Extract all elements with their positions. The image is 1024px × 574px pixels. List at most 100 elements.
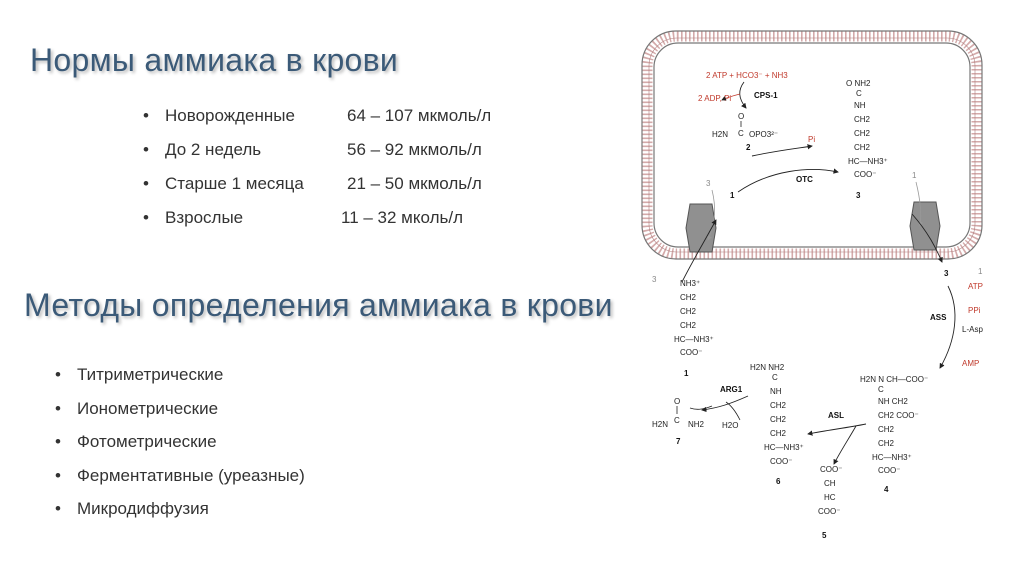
svg-text:COO⁻: COO⁻ bbox=[820, 465, 842, 474]
argininosuccinate: H2N N CH—COO⁻ C NH CH2 CH2 COO⁻ CH2 CH2 … bbox=[860, 375, 928, 494]
svg-text:H2N NH2: H2N NH2 bbox=[750, 363, 785, 372]
svg-text:NH2: NH2 bbox=[688, 420, 705, 429]
age-group: Старше 1 месяца bbox=[165, 174, 304, 193]
citrulline-export-arrow bbox=[911, 213, 943, 263]
svg-text:CH2: CH2 bbox=[680, 293, 697, 302]
h2o-arrow bbox=[725, 401, 741, 421]
svg-text:O NH2: O NH2 bbox=[846, 79, 871, 88]
ass-arrow bbox=[939, 285, 956, 369]
enzyme-cps1: CPS-1 bbox=[754, 91, 778, 100]
ghost-arrow bbox=[707, 189, 716, 241]
list-item: Старше 1 месяца 21 – 50 мкмоль/л bbox=[143, 174, 491, 208]
methods-list: Титриметрические Ионометрические Фотомет… bbox=[55, 365, 305, 533]
methods-title: Методы определения аммиака в крови bbox=[24, 287, 613, 323]
atp-label: ATP bbox=[968, 282, 983, 291]
svg-text:H2N: H2N bbox=[652, 420, 668, 429]
svg-text:CH2: CH2 bbox=[854, 129, 871, 138]
svg-text:CH2: CH2 bbox=[878, 425, 895, 434]
norms-title: Нормы аммиака в крови bbox=[30, 42, 399, 78]
svg-text:O: O bbox=[738, 112, 744, 121]
arginine: H2N NH2 C NH CH2 CH2 CH2 HC—NH3⁺ COO⁻ 6 bbox=[750, 363, 804, 486]
svg-text:HC—NH3⁺: HC—NH3⁺ bbox=[848, 157, 888, 166]
ghost-label-1-out: 1 bbox=[978, 267, 983, 276]
h2o-label: H2O bbox=[722, 421, 738, 430]
list-item: Взрослые 11 – 32 мколь/л bbox=[143, 208, 491, 242]
reaction-substrates: 2 ATP + HCO3⁻ + NH3 bbox=[706, 71, 788, 80]
svg-text:6: 6 bbox=[776, 477, 781, 486]
reaction-products: 2 ADP, Pi bbox=[698, 94, 731, 103]
svg-text:CH2: CH2 bbox=[770, 429, 787, 438]
age-group: До 2 недель bbox=[165, 140, 262, 159]
list-item: До 2 недель 56 – 92 мкмоль/л bbox=[143, 140, 491, 174]
fumarate: COO⁻ CH HC COO⁻ 5 bbox=[818, 465, 842, 540]
svg-text:COO⁻: COO⁻ bbox=[680, 348, 702, 357]
norm-value: 11 – 32 мколь/л bbox=[341, 208, 463, 227]
svg-text:HC: HC bbox=[824, 493, 836, 502]
svg-text:CH2 COO⁻: CH2 COO⁻ bbox=[878, 411, 919, 420]
norm-value: 64 – 107 мкмоль/л bbox=[347, 106, 492, 125]
svg-text:CH2: CH2 bbox=[680, 321, 697, 330]
ppi-label: PPi bbox=[968, 306, 981, 315]
list-item: Ферментативные (уреазные) bbox=[55, 466, 305, 500]
svg-text:NH3⁺: NH3⁺ bbox=[680, 279, 700, 288]
svg-text:CH2: CH2 bbox=[878, 439, 895, 448]
fumarate-arrow bbox=[833, 425, 857, 465]
list-item: Микродиффузия bbox=[55, 499, 305, 533]
svg-text:4: 4 bbox=[884, 485, 889, 494]
otc-arrow bbox=[737, 168, 839, 193]
norm-value: 56 – 92 мкмоль/л bbox=[347, 140, 482, 159]
svg-text:7: 7 bbox=[676, 437, 681, 446]
amp-label: AMP bbox=[962, 359, 979, 368]
asl-arrow bbox=[807, 423, 867, 436]
svg-text:C: C bbox=[674, 416, 680, 425]
asp-label: L-Asp bbox=[962, 325, 983, 334]
pi-label: Pi bbox=[808, 135, 815, 144]
svg-text:C: C bbox=[878, 385, 884, 394]
svg-text:CH2: CH2 bbox=[680, 307, 697, 316]
ghost-label-3-out: 3 bbox=[652, 275, 657, 284]
label-3-outside: 3 bbox=[944, 269, 949, 278]
age-group: Новорожденные bbox=[165, 106, 295, 125]
svg-text:HC—NH3⁺: HC—NH3⁺ bbox=[872, 453, 912, 462]
svg-text:NH CH2: NH CH2 bbox=[878, 397, 908, 406]
svg-text:COO⁻: COO⁻ bbox=[818, 507, 840, 516]
svg-text:COO⁻: COO⁻ bbox=[878, 466, 900, 475]
cps1-arrow bbox=[739, 81, 747, 109]
norms-list: Новорожденные 64 – 107 мкмоль/л До 2 неде… bbox=[143, 106, 491, 242]
ornithine-import-arrow bbox=[681, 219, 717, 283]
list-item: Титриметрические bbox=[55, 365, 305, 399]
svg-text:C: C bbox=[738, 129, 744, 138]
enzyme-asl: ASL bbox=[828, 411, 844, 420]
svg-text:CH2: CH2 bbox=[770, 415, 787, 424]
svg-text:NH: NH bbox=[770, 387, 782, 396]
enzyme-ass: ASS bbox=[930, 313, 947, 322]
age-group: Взрослые bbox=[165, 208, 244, 227]
ghost-label-3: 3 bbox=[706, 179, 711, 188]
svg-text:NH: NH bbox=[854, 101, 866, 110]
svg-text:HC—NH3⁺: HC—NH3⁺ bbox=[674, 335, 714, 344]
label-1-inside: 1 bbox=[730, 191, 735, 200]
pi-arrow bbox=[751, 144, 813, 157]
svg-text:O: O bbox=[674, 397, 680, 406]
svg-text:C: C bbox=[856, 89, 862, 98]
list-item: Фотометрические bbox=[55, 432, 305, 466]
svg-text:H2N: H2N bbox=[712, 130, 728, 139]
list-item: Ионометрические bbox=[55, 399, 305, 433]
norm-value: 21 – 50 мкмоль/л bbox=[347, 174, 482, 193]
citrulline: O NH2 C NH CH2 CH2 CH2 HC—NH3⁺ COO⁻ 3 bbox=[846, 79, 888, 200]
svg-text:HC—NH3⁺: HC—NH3⁺ bbox=[764, 443, 804, 452]
svg-text:CH: CH bbox=[824, 479, 836, 488]
svg-text:COO⁻: COO⁻ bbox=[770, 457, 792, 466]
svg-text:CH2: CH2 bbox=[770, 401, 787, 410]
svg-text:C: C bbox=[772, 373, 778, 382]
svg-text:COO⁻: COO⁻ bbox=[854, 170, 876, 179]
mitochondrial-membrane bbox=[641, 30, 983, 260]
svg-text:3: 3 bbox=[856, 191, 861, 200]
adp-arrow bbox=[721, 93, 741, 101]
svg-text:OPO3²⁻: OPO3²⁻ bbox=[749, 130, 778, 139]
ghost-label-1: 1 bbox=[912, 171, 917, 180]
arg1-arrow bbox=[701, 395, 749, 413]
transporter-icon-right bbox=[909, 201, 941, 251]
svg-text:H2N N CH—COO⁻: H2N N CH—COO⁻ bbox=[860, 375, 928, 384]
